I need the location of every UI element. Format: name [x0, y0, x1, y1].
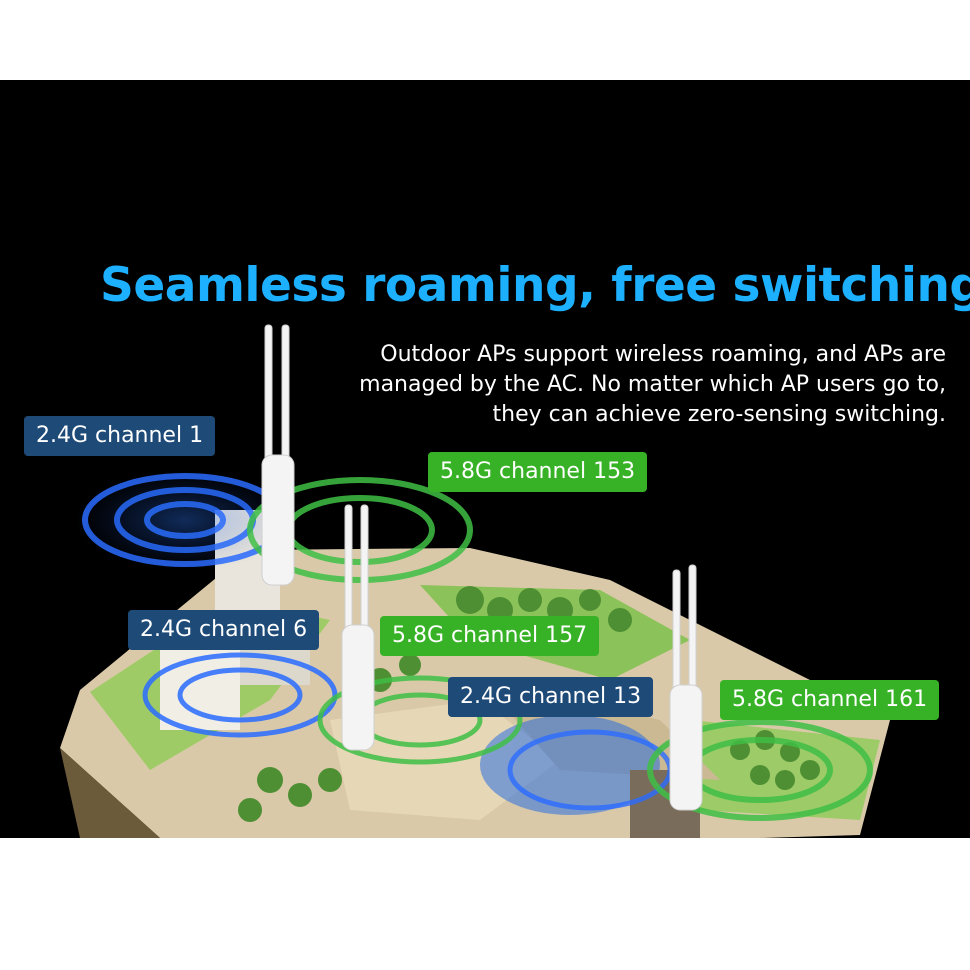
channel-tag-5.8g-157: 5.8G channel 157 — [380, 616, 600, 656]
channel-tag-2.4g-1: 2.4G channel 1 — [24, 416, 216, 456]
access-point-device — [669, 564, 703, 811]
headline: Seamless roaming, free switching — [100, 258, 970, 313]
description-line: they can achieve zero-sensing switching. — [492, 402, 946, 427]
description-line: managed by the AC. No matter which AP us… — [359, 372, 946, 397]
channel-tag-2.4g-13: 2.4G channel 13 — [448, 677, 654, 717]
promo-banner: Seamless roaming, free switching Outdoor… — [0, 80, 970, 838]
channel-tag-2.4g-6: 2.4G channel 6 — [128, 610, 320, 650]
description: Outdoor APs support wireless roaming, an… — [286, 340, 946, 430]
access-point-device — [261, 324, 295, 586]
description-line: Outdoor APs support wireless roaming, an… — [380, 342, 946, 367]
ground-edge — [60, 748, 160, 838]
channel-tag-5.8g-153: 5.8G channel 153 — [428, 452, 648, 492]
access-point-device — [341, 504, 375, 751]
channel-tag-5.8g-161: 5.8G channel 161 — [720, 680, 940, 720]
